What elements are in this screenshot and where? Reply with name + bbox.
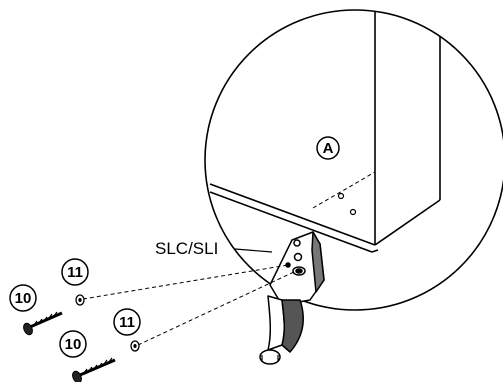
washer-top — [75, 294, 85, 306]
detail-circle-outline — [204, 9, 503, 311]
detail-marker-a-label: A — [323, 140, 334, 157]
assembly-dashed-line-top — [82, 264, 289, 300]
callout-screw-top: 10 — [9, 284, 37, 312]
callout-washer-bottom-label: 11 — [119, 314, 135, 331]
label-slc-sli: SLC/SLI — [155, 239, 273, 258]
screw-top — [23, 311, 63, 336]
callout-screw-bottom-label: 10 — [65, 336, 82, 353]
callout-screw-bottom: 10 — [59, 330, 87, 358]
assembly-dashed-line-bottom — [137, 270, 297, 346]
callout-washer-top-label: 11 — [67, 264, 83, 281]
screw-bottom — [72, 357, 116, 382]
label-slc-sli-text: SLC/SLI — [155, 239, 218, 258]
washer-bottom — [130, 340, 140, 352]
panel-hole — [349, 208, 357, 216]
callout-screw-top-label: 10 — [15, 290, 32, 307]
callout-washer-top: 11 — [61, 258, 89, 286]
callout-washer-bottom: 11 — [113, 308, 141, 336]
alignment-dashed-line — [312, 171, 376, 209]
detail-view-a: A — [204, 9, 503, 311]
panel-hole — [337, 192, 345, 200]
detail-marker-a: A — [316, 136, 340, 160]
leg-bracket — [259, 231, 325, 365]
cabinet-panel — [209, 10, 441, 253]
